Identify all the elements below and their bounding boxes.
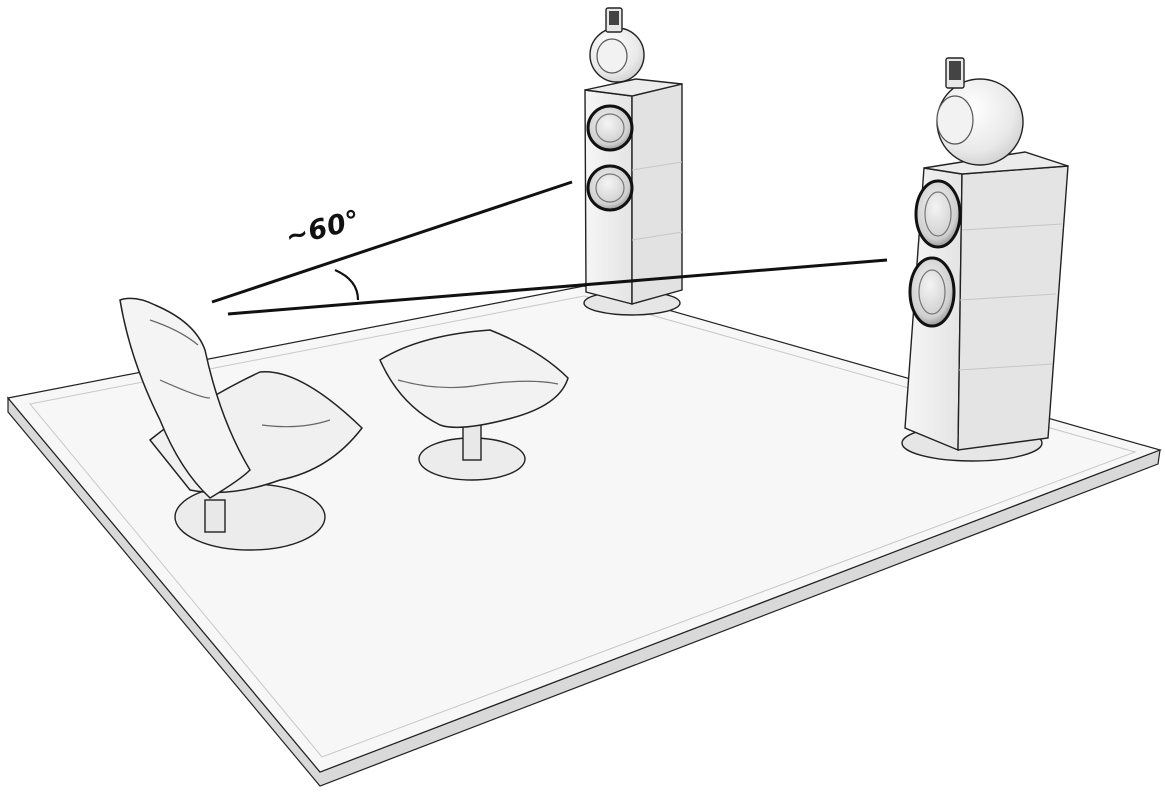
sight-line-left — [211, 180, 573, 304]
ottoman-seat — [379, 329, 569, 429]
left-speaker-side — [631, 83, 683, 305]
right-speaker-woofer-top — [914, 179, 962, 249]
angle-arc — [334, 268, 360, 301]
right-speaker — [901, 57, 1069, 462]
chair-base — [174, 483, 326, 551]
left-speaker-top — [584, 78, 683, 97]
floor-inner-edge — [29, 295, 1137, 758]
sight-lines — [211, 180, 888, 316]
left-speaker-woofer-top — [586, 104, 634, 152]
right-speaker-side — [957, 165, 1069, 451]
chair-stem — [204, 499, 226, 533]
left-speaker — [583, 7, 683, 316]
left-speaker-woofer-bottom — [586, 164, 634, 212]
sight-line-right — [227, 258, 888, 316]
right-speaker-woofer-bottom — [908, 256, 956, 328]
chair-back — [119, 297, 251, 499]
lounge-chair — [119, 297, 364, 551]
ottoman — [379, 329, 569, 481]
